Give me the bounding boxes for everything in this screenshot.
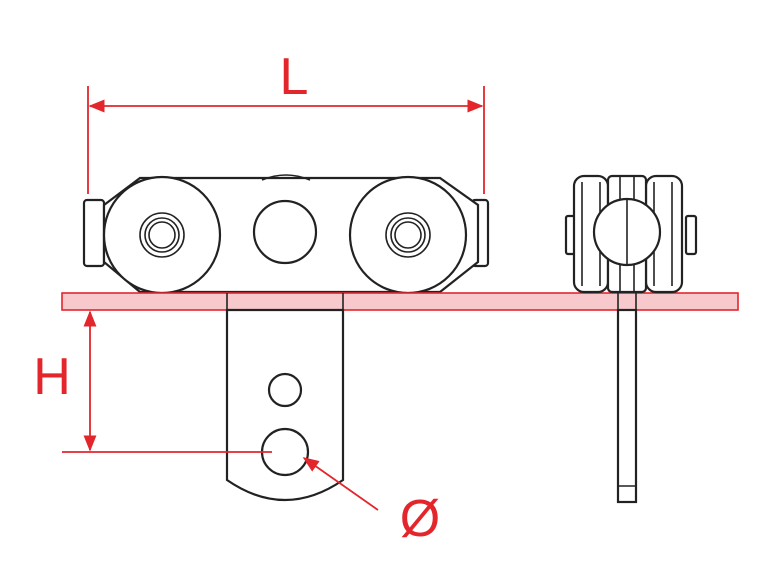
top-bolt-head	[261, 174, 311, 181]
dimension-height: H	[33, 310, 272, 453]
right-wheel	[348, 175, 468, 295]
length-label: L	[280, 48, 309, 106]
dimension-length: L	[87, 48, 485, 194]
left-end-cap	[82, 198, 106, 268]
upper-mounting-hole	[267, 372, 303, 408]
trolley-front-view	[82, 174, 490, 295]
track-rail	[61, 292, 739, 311]
center-axle-pin	[252, 199, 318, 265]
diameter-label: Ø	[400, 490, 440, 548]
height-label: H	[33, 348, 71, 406]
dimension-diameter: Ø	[302, 457, 440, 548]
trolley-side-view	[564, 174, 698, 504]
left-wheel	[102, 175, 222, 295]
hanger-bracket	[225, 293, 345, 502]
side-hanger-plate	[616, 308, 638, 504]
